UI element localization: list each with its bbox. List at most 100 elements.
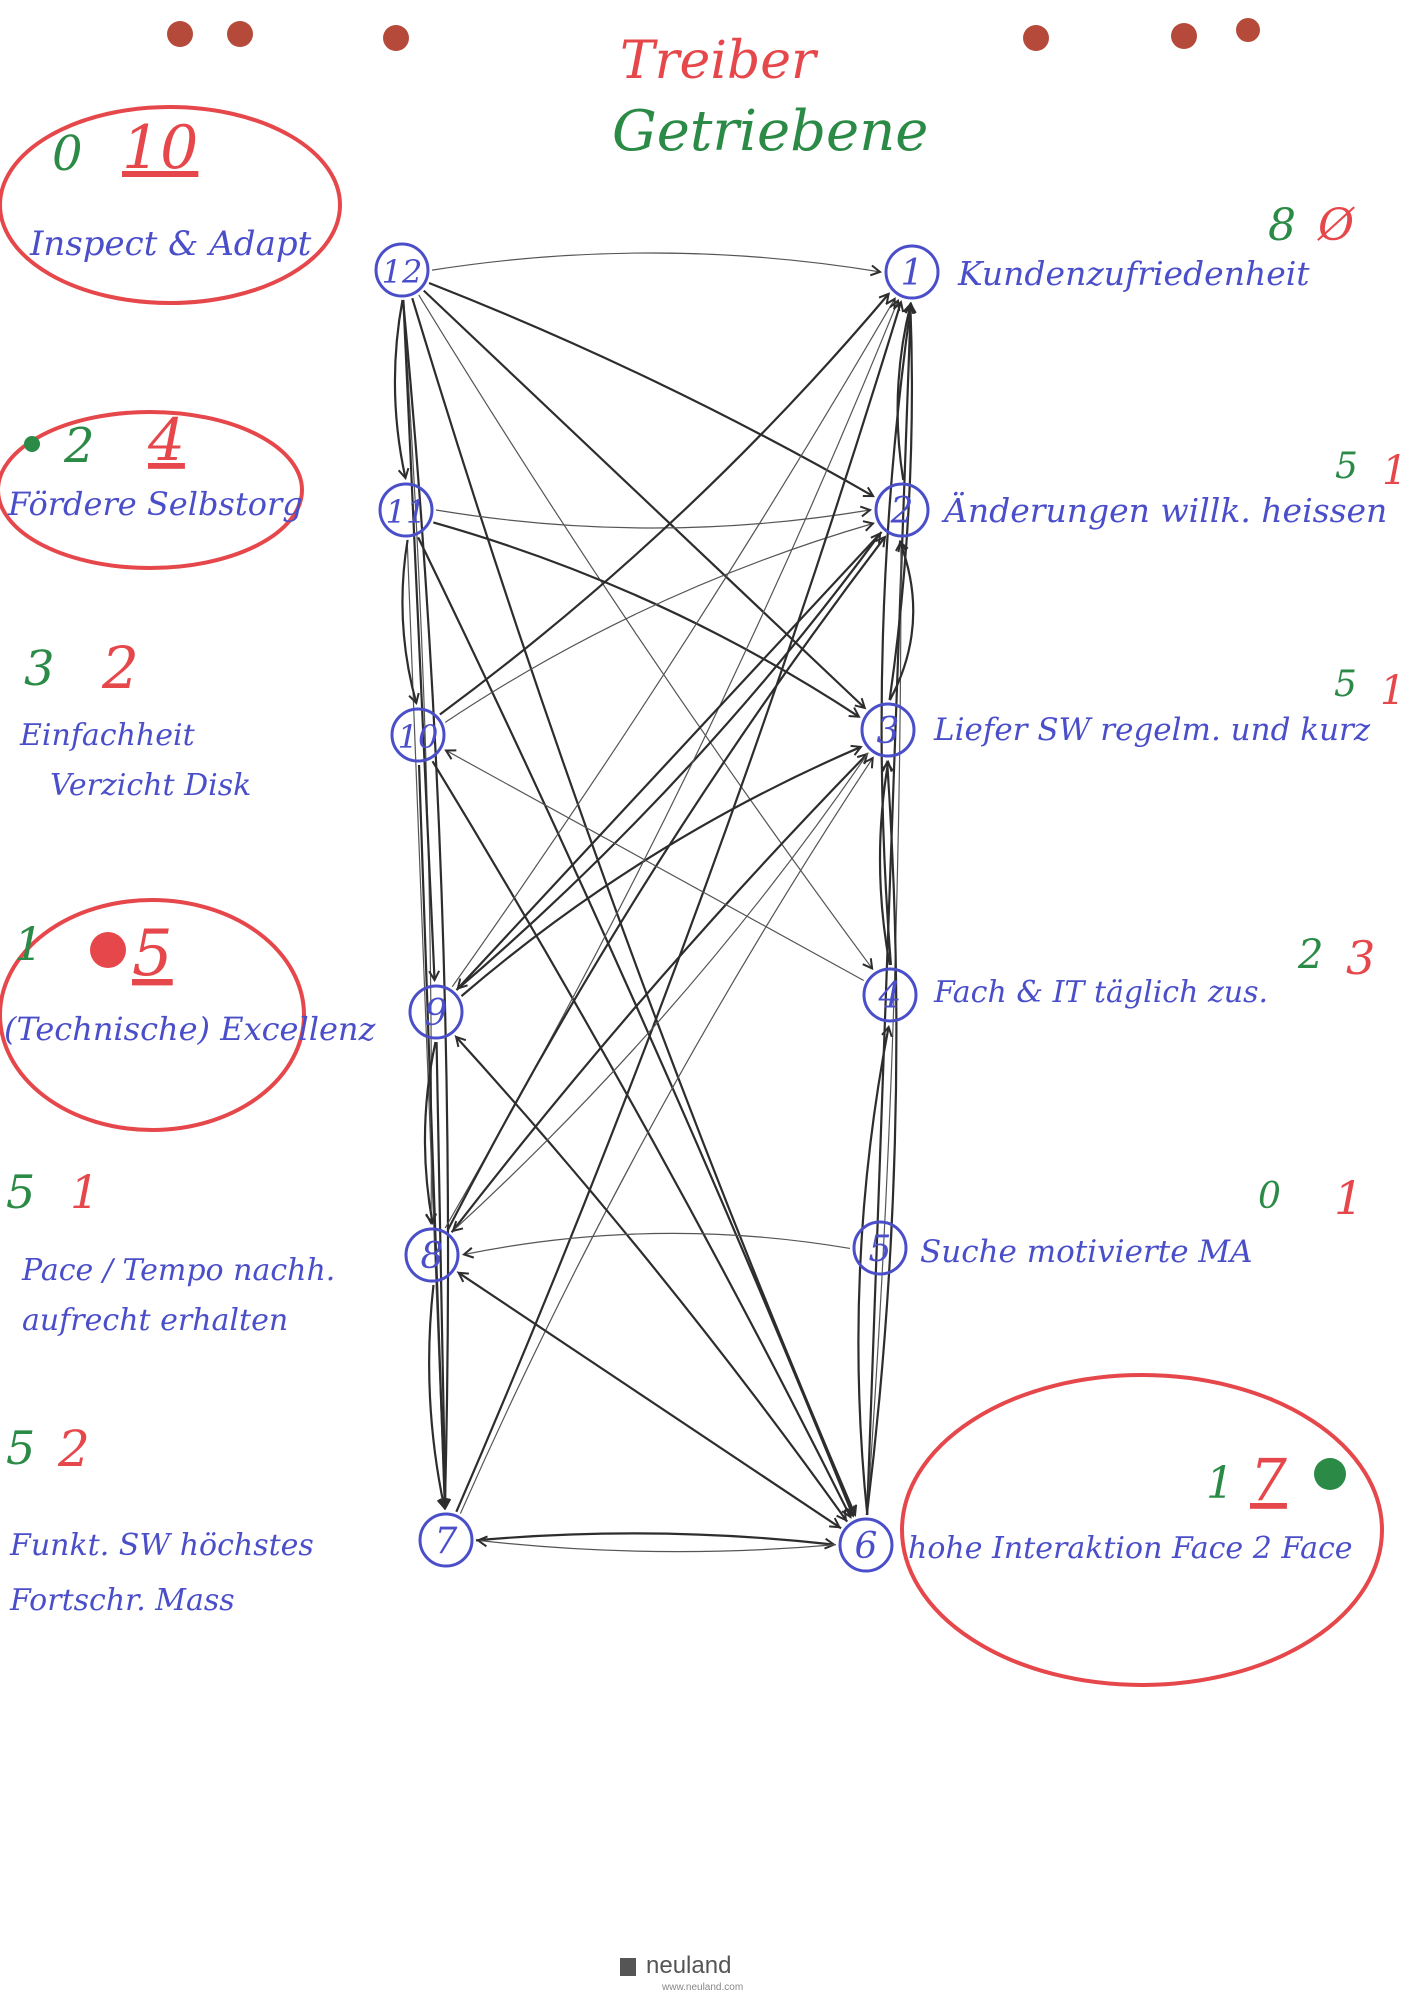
node-label: Kundenzufriedenheit: [957, 254, 1310, 293]
title-getriebene: Getriebene: [612, 99, 928, 164]
note-7: 5 2 Funkt. SW höchstes Fortschr. Mass: [6, 1420, 314, 1618]
node-7: 7: [418, 1512, 474, 1568]
edge-12-to-7: [401, 299, 448, 1508]
edge-4-to-3: [878, 762, 890, 966]
edge-9-to-8: [423, 1041, 436, 1223]
node-label: Liefer SW regelm. und kurz: [933, 712, 1371, 748]
drivers-count: 0: [1258, 1176, 1281, 1217]
node-circle: [408, 984, 464, 1040]
edge-6-to-3: [865, 762, 898, 1516]
edge-6-to-8: [459, 1273, 842, 1530]
driven-count: 2: [57, 1420, 90, 1478]
edge-9-to-7: [435, 1041, 446, 1508]
node-number: 10: [398, 718, 439, 756]
node-number: 9: [425, 993, 448, 1034]
node-circle: [860, 702, 916, 758]
edge-11-to-10: [401, 539, 416, 703]
note-label-line2: aufrecht erhalten: [22, 1303, 288, 1338]
edge-4-to-10: [446, 750, 865, 982]
note-12: 0 10 Inspect & Adapt: [29, 113, 312, 264]
edge-6-to-4: [857, 1027, 888, 1516]
edge-3-to-1: [888, 304, 912, 701]
node-5: 5: [852, 1220, 908, 1276]
logo-mark: [620, 1958, 636, 1976]
node-number: 1: [901, 253, 924, 294]
node-number: 3: [877, 711, 900, 752]
driven-count: 2: [101, 634, 139, 702]
node-2: 2: [874, 482, 930, 538]
edge-7-to-3: [459, 758, 872, 1514]
node-circle: [374, 242, 430, 298]
note-9: 1 5 (Technische) Excellenz: [4, 917, 376, 1048]
driven-count: 7: [1250, 1446, 1287, 1514]
drivers-count: 2: [1297, 932, 1323, 978]
drivers-count: 2: [63, 418, 95, 474]
driven-count: 5: [132, 917, 173, 991]
edge-8-to-7: [428, 1284, 444, 1508]
driven-count: 1: [1334, 1171, 1363, 1225]
drivers-count: 0: [52, 126, 83, 182]
edge-5-to-8: [464, 1232, 851, 1254]
punch-holes: [167, 18, 1260, 51]
edge-2-to-9: [458, 531, 883, 989]
edge-layer: [393, 252, 915, 1553]
driven-count: 1: [70, 1165, 99, 1219]
note-8: 5 1 Pace / Tempo nachh. aufrecht erhalte…: [6, 1165, 335, 1338]
edge-8-to-3: [450, 754, 867, 1234]
edge-7-to-6: [475, 1532, 834, 1544]
node-10: 10: [390, 707, 446, 763]
note-label: (Technische) Excellenz: [4, 1010, 376, 1048]
edge-9-to-1: [451, 299, 894, 988]
node-9: 9: [408, 984, 464, 1040]
drivers-count: 5: [1335, 446, 1358, 487]
node-circle: [862, 967, 918, 1023]
green-dot: [1314, 1458, 1346, 1490]
edge-10-to-6: [431, 760, 851, 1517]
edge-6-to-9: [456, 1037, 849, 1523]
edge-12-to-1: [431, 252, 880, 272]
note-2: Änderungen willk. heissen 5 1: [941, 446, 1407, 530]
note-label-line1: Pace / Tempo nachh.: [21, 1253, 335, 1288]
edge-12-to-9: [402, 299, 434, 980]
note-5: Suche motivierte MA 0 1: [920, 1171, 1363, 1270]
driven-count: 4: [147, 406, 185, 474]
highlight-oval-12: [0, 105, 342, 305]
edge-12-to-2: [428, 281, 873, 496]
note-4: Fach & IT täglich zus. 2 3: [933, 931, 1375, 1010]
edge-6-to-2: [866, 542, 901, 1516]
edge-7-to-1: [455, 302, 901, 1513]
note-10: 3 2 Einfachheit Verzicht Disk: [19, 634, 251, 803]
node-circle: [852, 1220, 908, 1276]
drivers-count: 5: [6, 1165, 35, 1219]
neuland-logo: neuland www.neuland.com: [620, 1952, 743, 1993]
driven-count: Ø: [1317, 200, 1355, 251]
edge-12-to-11: [393, 299, 406, 478]
node-circle: [418, 1512, 474, 1568]
note-label-line1: Einfachheit: [19, 718, 196, 753]
note-label-line1: Funkt. SW höchstes: [9, 1528, 314, 1563]
note-label: Inspect & Adapt: [29, 224, 312, 264]
node-6: 6: [838, 1517, 894, 1573]
logo-brand: neuland: [646, 1952, 731, 1979]
logo-url: www.neuland.com: [661, 1982, 743, 1993]
node-circle: [390, 707, 446, 763]
drivers-count: 5: [6, 1421, 35, 1475]
node-3: 3: [860, 702, 916, 758]
node-label: Suche motivierte MA: [920, 1234, 1253, 1270]
note-label-line2: Verzicht Disk: [50, 768, 251, 803]
edge-10-to-7: [417, 764, 445, 1508]
edge-8-to-2: [447, 537, 885, 1231]
note-label: Fördere Selbstorg: [7, 485, 303, 523]
note-label-line2: Fortschr. Mass: [9, 1583, 235, 1618]
node-label: Fach & IT täglich zus.: [933, 975, 1268, 1010]
edge-3-to-2: [888, 542, 915, 701]
note-3: Liefer SW regelm. und kurz 5 1: [933, 664, 1405, 748]
note-1: Kundenzufriedenheit 8 Ø: [957, 200, 1355, 293]
highlight-oval-6: [900, 1373, 1384, 1687]
node-4: 4: [862, 967, 918, 1023]
edge-11-to-2: [435, 510, 870, 529]
edge-11-to-3: [432, 521, 859, 716]
edge-12-to-4: [418, 294, 872, 969]
edge-6-to-1: [865, 304, 911, 1516]
